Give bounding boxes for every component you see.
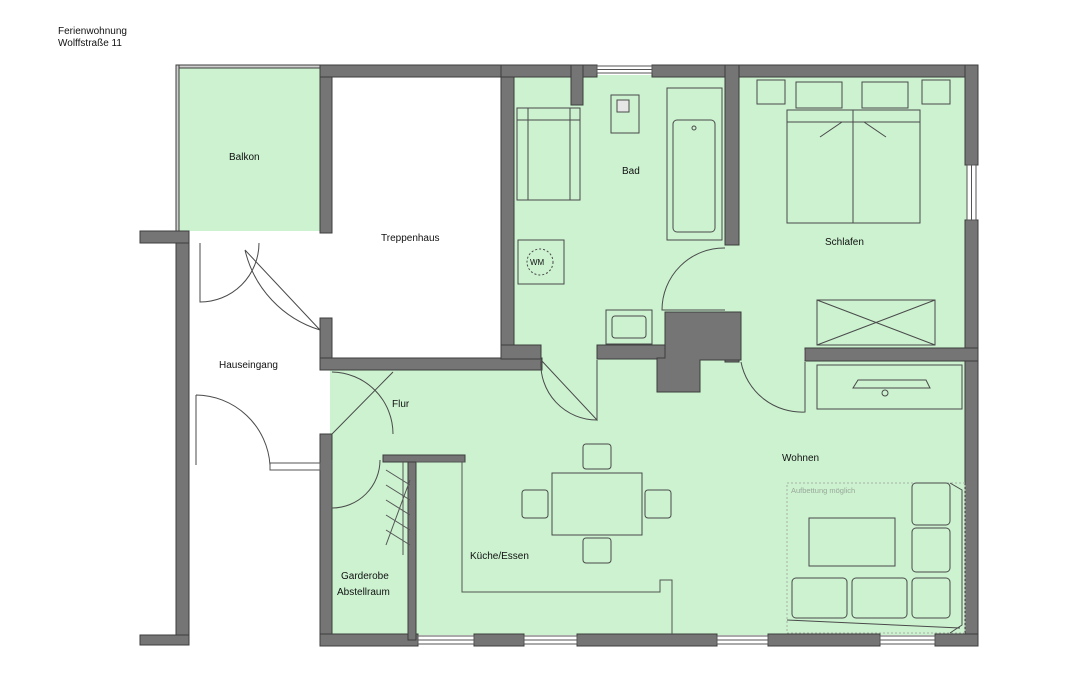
label-washer: WM (530, 258, 545, 267)
wall-bath-notch (570, 64, 584, 106)
washing-machine (517, 239, 565, 285)
windows (269, 65, 977, 645)
balkon-area (178, 67, 320, 231)
wall-right-upper (964, 64, 979, 166)
coffee-table (808, 517, 896, 567)
pillow-left (795, 81, 843, 109)
apartment-type: Ferienwohnung (58, 26, 127, 37)
sink (605, 309, 653, 345)
wall-bottom-1 (319, 633, 419, 647)
door-entrance-lower (195, 394, 271, 466)
pillow-right (861, 81, 909, 109)
door-garderobe (331, 459, 381, 509)
entrance-wall-bottom (139, 634, 190, 646)
wardrobe (816, 299, 936, 346)
walls (139, 64, 979, 647)
wall-garderobe-top (382, 454, 466, 463)
sofa-side-2 (911, 527, 951, 573)
label-balkon: Balkon (229, 152, 260, 163)
kitchen-counter (416, 461, 673, 634)
bath-cabinet (516, 107, 581, 201)
coat-rack (385, 462, 411, 555)
dining-table (551, 472, 643, 536)
entrance-wall-stub (139, 230, 190, 244)
wall-mid-left (319, 357, 543, 371)
entrance-wall-left (175, 237, 190, 646)
wall-left-upper (319, 64, 333, 234)
toilet (610, 94, 640, 134)
chair-top (582, 443, 612, 470)
door-wohnen (740, 361, 806, 413)
chair-left (521, 489, 549, 519)
sofa-area (786, 482, 966, 634)
label-wohnen: Wohnen (782, 453, 819, 464)
wall-top-bath-2 (651, 64, 979, 78)
furniture (385, 79, 966, 634)
label-garderobe: Garderobe (341, 571, 389, 582)
wall-top-stair (319, 64, 517, 78)
wall-bottom-2 (473, 633, 525, 647)
label-hauseingang: Hauseingang (219, 360, 278, 371)
balcony-rail-left (175, 64, 180, 232)
wall-bottom-4 (767, 633, 881, 647)
sofa-seat-2 (851, 577, 908, 619)
tv (852, 379, 931, 389)
label-schlafen: Schlafen (825, 237, 864, 248)
wall-stair-right (500, 64, 515, 366)
sofa-seat-1 (791, 577, 848, 619)
labels: Balkon Treppenhaus Bad Schlafen Hauseing… (219, 152, 864, 598)
balcony-rail-top (176, 64, 321, 69)
wall-bottom-3 (576, 633, 718, 647)
bathtub (666, 87, 723, 241)
label-treppenhaus: Treppenhaus (381, 233, 440, 244)
door-bedroom-upper (661, 247, 726, 311)
door-entrance-upper (199, 242, 260, 303)
chair-right (644, 489, 672, 519)
apartment-address: Wolffstraße 11 (58, 38, 122, 49)
wall-right-lower (964, 219, 979, 647)
door-bath (540, 359, 598, 422)
window-entrance (269, 462, 321, 471)
wall-bottom-5 (934, 633, 979, 647)
flur-area (330, 360, 970, 635)
door-stair (244, 249, 321, 331)
wall-mid-right (804, 347, 979, 362)
label-bad: Bad (622, 166, 640, 177)
bad-area (514, 75, 738, 345)
chair-bottom (582, 537, 612, 564)
wall-left-lower (319, 433, 333, 647)
label-abstellraum: Abstellraum (337, 587, 390, 598)
wall-bath-bed (724, 64, 740, 246)
chimney-block (656, 311, 742, 393)
sofa-side-1 (911, 482, 951, 526)
nightstand-right (921, 79, 951, 105)
plan-header: Ferienwohnung Wolffstraße 11 (58, 26, 127, 50)
door-flur (331, 371, 394, 435)
doors (195, 242, 806, 634)
label-flur: Flur (392, 399, 410, 410)
wall-mid-bath (500, 344, 542, 360)
label-sofa-note: Aufbettung möglich (791, 486, 855, 495)
label-kueche: Küche/Essen (470, 551, 529, 562)
tv-board (816, 364, 963, 410)
nightstand-left (756, 79, 786, 105)
sofa-corner (911, 577, 951, 619)
